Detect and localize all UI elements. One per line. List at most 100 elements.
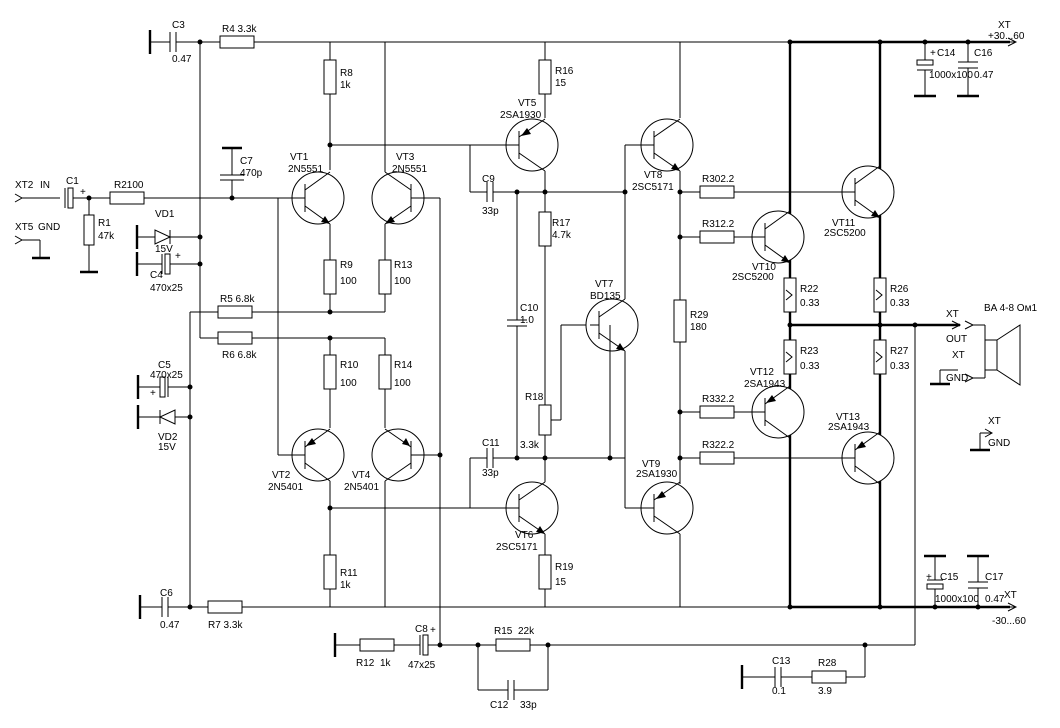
c11-label: C11 <box>482 438 500 449</box>
vd2-label: VD2 <box>158 432 178 443</box>
r17-label: R17 <box>552 218 571 229</box>
vt4-label: VT4 <box>352 470 371 481</box>
xt2-label: XT2 <box>15 180 34 191</box>
r8-label: R8 <box>340 68 353 79</box>
c5-value: 470x25 <box>150 370 183 381</box>
c1-label: C1 <box>66 176 79 187</box>
c9-label: C9 <box>482 174 495 185</box>
c1-plus: + <box>80 187 86 198</box>
r13-value: 100 <box>394 276 411 287</box>
xt-out-label: XT <box>946 309 959 320</box>
c4-plus: + <box>175 251 181 262</box>
c6-value: 0.47 <box>160 620 180 631</box>
c14-label: C14 <box>937 48 956 59</box>
r12-value: 1k <box>380 658 392 669</box>
vt7-label: VT7 <box>595 279 614 290</box>
r15-value: 22k <box>518 626 535 637</box>
c5-label: C5 <box>158 360 171 371</box>
r19-label: R19 <box>555 562 574 573</box>
out-label: OUT <box>946 334 967 345</box>
vt3-label: VT3 <box>396 152 415 163</box>
r18-value: 3.3k <box>520 440 540 451</box>
r2-label: R2100 <box>114 180 144 191</box>
vt4-type: 2N5401 <box>344 482 379 493</box>
r31-label: R312.2 <box>702 219 735 230</box>
c15-value: 1000x100 <box>935 594 979 605</box>
vpos-label: +30...60 <box>988 31 1025 42</box>
xt-gnd2-label: XT <box>988 416 1001 427</box>
r28-value: 3.9 <box>818 686 832 697</box>
r1-value: 47k <box>98 231 115 242</box>
c15-label: C15 <box>940 572 959 583</box>
vd1-value: 15V <box>155 244 173 255</box>
vt2-label: VT2 <box>272 470 291 481</box>
vt2-type: 2N5401 <box>268 482 303 493</box>
vt1-label: VT1 <box>290 152 309 163</box>
c16-label: C16 <box>974 48 993 59</box>
r11-value: 1k <box>340 580 352 591</box>
c14-value: 1000x100 <box>929 70 973 81</box>
r16-value: 15 <box>555 78 567 89</box>
c7-label: C7 <box>240 156 253 167</box>
vneg-label: -30...60 <box>992 616 1026 627</box>
vt5-label: VT5 <box>518 98 537 109</box>
xt-gnd1-label: XT <box>952 350 965 361</box>
r12-label: R12 <box>356 658 375 669</box>
vt9-type: 2SA1930 <box>636 469 678 480</box>
c8-label: C8 <box>415 624 428 635</box>
r33-label: R332.2 <box>702 394 735 405</box>
r32-label: R322.2 <box>702 440 735 451</box>
r8-value: 1k <box>340 80 352 91</box>
vt3-type: 2N5551 <box>392 164 427 175</box>
c14-plus: + <box>930 48 936 59</box>
c7-value: 470p <box>240 168 263 179</box>
in-label: IN <box>40 180 50 191</box>
speaker-label: BA 4-8 Ом1 <box>984 303 1037 314</box>
c8-plus: + <box>430 625 436 636</box>
vt5-type: 2SA1930 <box>500 110 542 121</box>
vas-stage <box>469 42 639 607</box>
vt10-label: VT10 <box>752 262 776 273</box>
c9-value: 33p <box>482 206 499 217</box>
vt11-type: 2SC5200 <box>824 228 866 239</box>
vt6-type: 2SC5171 <box>496 542 538 553</box>
bias-top <box>135 30 330 338</box>
vt8-type: 2SC5171 <box>632 182 674 193</box>
c11-value: 33p <box>482 468 499 479</box>
r27-value: 0.33 <box>890 361 910 372</box>
r6-label: R6 6.8k <box>222 350 257 361</box>
r9-label: R9 <box>340 260 353 271</box>
r27-label: R27 <box>890 346 909 357</box>
input-stage <box>277 42 470 648</box>
r10-label: R10 <box>340 360 359 371</box>
c5-plus: + <box>150 388 156 399</box>
vt7-type: BD135 <box>590 291 621 302</box>
r10-value: 100 <box>340 378 357 389</box>
c6-label: C6 <box>160 588 173 599</box>
c10-label: C10 <box>520 303 539 314</box>
vt13-type: 2SA1943 <box>828 422 870 433</box>
r22-label: R22 <box>800 284 819 295</box>
vt11-label: VT11 <box>832 218 856 229</box>
r29-label: R29 <box>690 310 709 321</box>
c3-value: 0.47 <box>172 54 192 65</box>
c12-label: C12 <box>490 700 509 711</box>
r23-label: R23 <box>800 346 819 357</box>
c8-value: 47x25 <box>408 660 436 671</box>
c4-value: 470x25 <box>150 283 183 294</box>
r14-value: 100 <box>394 378 411 389</box>
vt12-type: 2SA1943 <box>744 379 786 390</box>
input-section <box>14 146 278 274</box>
c3-label: C3 <box>172 20 185 31</box>
c12-value: 33p <box>520 700 537 711</box>
vt10-type: 2SC5200 <box>732 272 774 283</box>
c17-label: C17 <box>985 572 1004 583</box>
vt1-type: 2N5551 <box>288 164 323 175</box>
xt5-label: XT5 <box>15 222 34 233</box>
r18-label: R18 <box>525 392 544 403</box>
r13-label: R13 <box>394 260 413 271</box>
vt8-label: VT8 <box>644 170 663 181</box>
labels: XT2 IN XT5 GND C1 + R2100 R1 47k VD1 15V… <box>15 20 1037 711</box>
r28-label: R28 <box>818 658 837 669</box>
